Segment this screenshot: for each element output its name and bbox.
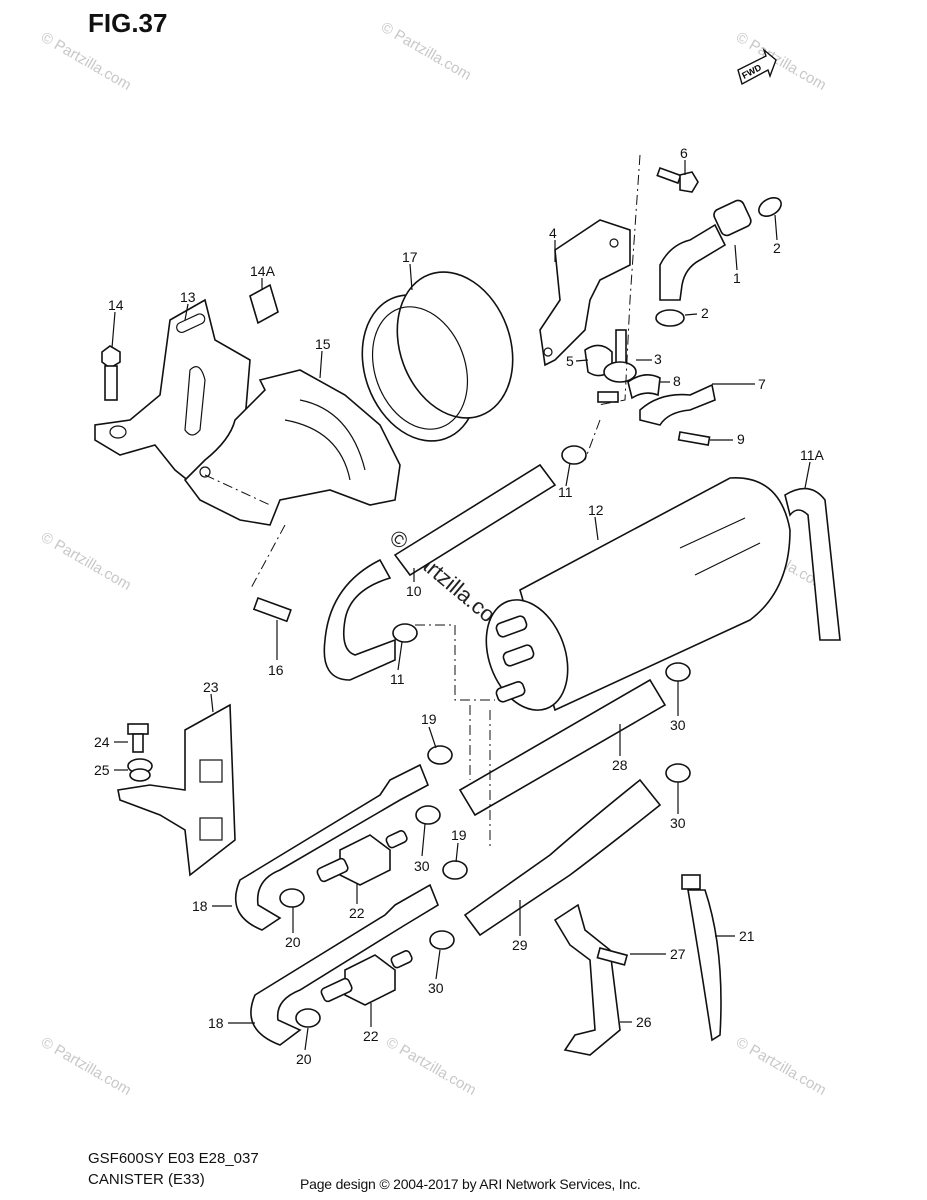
screw-27 [596, 947, 629, 966]
callout-26: 26 [636, 1014, 652, 1030]
hose-18 [234, 763, 439, 1046]
holder-15 [183, 369, 401, 526]
callout-30: 30 [670, 717, 686, 733]
pad-14A [249, 283, 279, 325]
callout-28: 28 [612, 757, 628, 773]
valve-22 [316, 830, 413, 1006]
callout-22: 22 [363, 1028, 379, 1044]
callout-19: 19 [451, 827, 467, 843]
clamp-19 [427, 745, 468, 880]
fwd-arrow-icon: FWD [737, 47, 777, 86]
callout-4: 4 [549, 225, 557, 241]
watermark: © Partzilla.com [38, 1034, 134, 1099]
callout-9: 9 [737, 431, 745, 447]
watermark: © Partzilla.com [38, 29, 134, 94]
callout-14A: 14A [250, 263, 276, 279]
callout-11: 11 [390, 671, 405, 687]
callout-13: 13 [180, 289, 196, 305]
callout-30: 30 [670, 815, 686, 831]
bolt-14 [101, 345, 121, 401]
grommet-25 [127, 758, 153, 782]
callout-2: 2 [701, 305, 709, 321]
cable-tie-21 [681, 874, 722, 1042]
hose-1 [659, 199, 752, 301]
figure-title: FIG.37 [88, 8, 168, 38]
hose-10 [323, 463, 557, 681]
callout-11: 11 [558, 484, 573, 500]
callout-23: 23 [203, 679, 219, 695]
callout-7: 7 [758, 376, 766, 392]
callout-8: 8 [673, 373, 681, 389]
valve-3 [597, 329, 637, 403]
clamp-11 [392, 445, 587, 643]
callout-16: 16 [268, 662, 284, 678]
canister-12 [485, 477, 791, 712]
callout-10: 10 [406, 583, 422, 599]
hose-11A [784, 487, 841, 641]
watermark: © Partzilla.com [383, 1034, 479, 1099]
callout-29: 29 [512, 937, 528, 953]
model-code: GSF600SY E03 E28_037 [88, 1150, 259, 1167]
callout-6: 6 [680, 145, 688, 161]
callout-20: 20 [296, 1051, 312, 1067]
callout-1: 1 [733, 270, 741, 286]
strap-8 [627, 374, 661, 400]
screw-16 [252, 596, 292, 623]
leader-lines [204, 154, 641, 850]
callout-18: 18 [192, 898, 208, 914]
model-caption: GSF600SY E03 E28_037 CANISTER (E33) [88, 1148, 259, 1190]
callout-21: 21 [739, 928, 755, 944]
callout-2: 2 [773, 240, 781, 256]
watermark: © Partzilla.com [733, 29, 829, 94]
callout-labels: 6 1 2 2 4 5 3 8 7 9 11 11A 12 17 14A 13 … [94, 145, 825, 1067]
watermark: © Partzilla.com [378, 19, 474, 84]
callout-20: 20 [285, 934, 301, 950]
callout-24: 24 [94, 734, 110, 750]
band-7 [639, 383, 716, 426]
callout-19: 19 [421, 711, 437, 727]
section-name: CANISTER (E33) [88, 1171, 205, 1188]
hose-29 [463, 778, 662, 937]
hose-28 [458, 678, 667, 817]
callout-27: 27 [670, 946, 686, 962]
callout-leaders [111, 160, 811, 1051]
callout-5: 5 [566, 353, 574, 369]
callout-22: 22 [349, 905, 365, 921]
callout-30: 30 [414, 858, 430, 874]
callout-14: 14 [108, 297, 124, 313]
callout-30: 30 [428, 980, 444, 996]
bracket-13 [94, 298, 251, 492]
callout-18: 18 [208, 1015, 224, 1031]
bolt-6 [656, 166, 699, 193]
ring-17 [361, 271, 514, 442]
callout-15: 15 [315, 336, 331, 352]
bracket-26 [553, 903, 621, 1056]
callout-17: 17 [402, 249, 418, 265]
watermark: © Partzilla.com [733, 1034, 829, 1099]
bolt-24 [127, 723, 149, 753]
clamp-20 [279, 888, 321, 1028]
callout-12: 12 [588, 502, 604, 518]
callout-3: 3 [654, 351, 662, 367]
watermark: © Partzilla.com [38, 529, 134, 594]
callout-25: 25 [94, 762, 110, 778]
bracket-23 [117, 703, 236, 877]
bracket-4 [539, 219, 631, 367]
screw-9 [677, 431, 711, 447]
callout-11A: 11A [800, 447, 825, 463]
clamp-2 [655, 197, 782, 327]
page-credit: Page design © 2004-2017 by ARI Network S… [300, 1176, 641, 1192]
